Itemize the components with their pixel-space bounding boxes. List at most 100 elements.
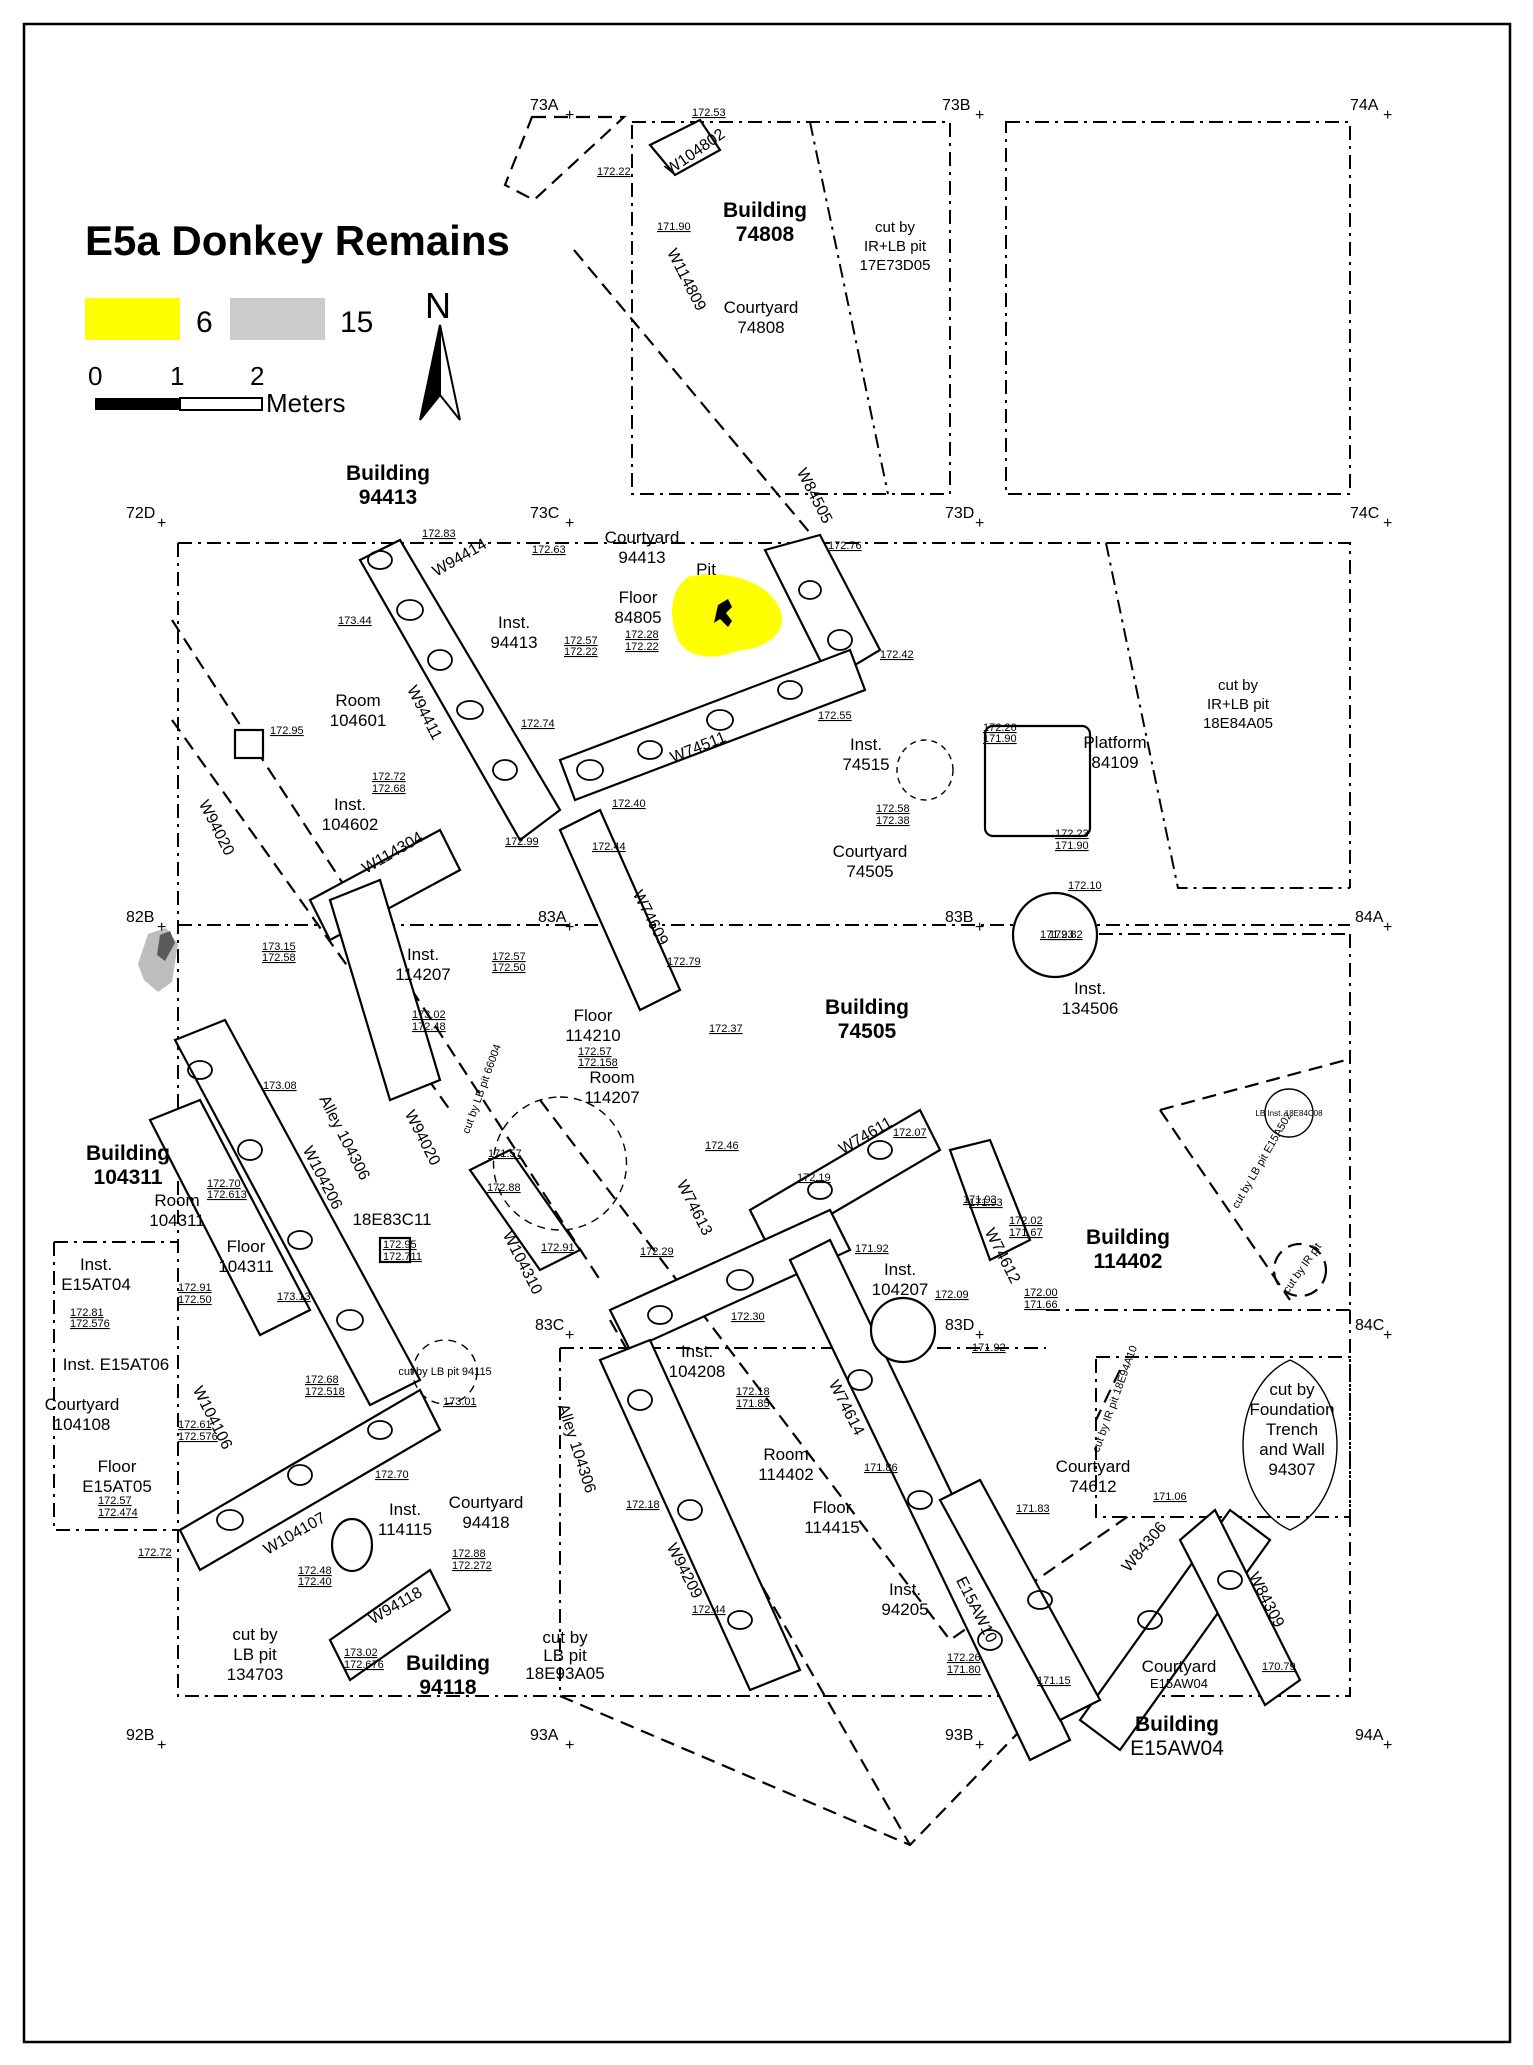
elevation: 171.93	[969, 1197, 1003, 1209]
grid-label: 83C	[535, 1317, 564, 1334]
svg-text:+: +	[157, 919, 166, 936]
elevation: 171.90	[657, 221, 691, 233]
elevation-labels: 172.53 172.22 171.90 172.76 172.42 172.8…	[70, 107, 1296, 1687]
elevation: 172.58	[876, 803, 910, 815]
elevation: 172.711	[383, 1251, 422, 1263]
elevation: 172.72	[372, 771, 406, 783]
elevation: 172.57	[564, 635, 598, 647]
installations	[233, 724, 1338, 1573]
grid-label: 83A	[538, 909, 567, 926]
elevation: 172.61	[178, 1419, 212, 1431]
scale-tick-2: 2	[250, 361, 264, 391]
elevation: 172.50	[492, 962, 526, 974]
elevation: 172.53	[692, 107, 726, 119]
elevation: 172.83	[422, 528, 456, 540]
wall-label: W114809	[663, 246, 709, 314]
elevation: 172.44	[592, 841, 626, 853]
donkey-bone-icon	[714, 599, 732, 627]
scale-unit: Meters	[266, 388, 345, 418]
elevation: 172.68	[305, 1374, 339, 1386]
wall-label: W84306	[1119, 1519, 1170, 1576]
elevation: 172.22	[564, 646, 598, 658]
elevation: 171.93	[1040, 929, 1074, 941]
elevation: 172.70	[207, 1178, 241, 1190]
elevation: 172.57	[492, 951, 526, 963]
elevation: 172.26	[947, 1652, 981, 1664]
feature-label: Inst.94413	[490, 613, 537, 652]
elevation: 172.30	[731, 1311, 765, 1323]
elevation: 171.06	[1153, 1491, 1187, 1503]
elevation: 171.85	[736, 1398, 770, 1410]
feature-label: Inst.74515	[842, 735, 889, 774]
svg-text:+: +	[1383, 1327, 1392, 1344]
elevation: 172.88	[452, 1548, 486, 1560]
legend-swatch-gray	[230, 298, 325, 340]
wall-label: W84505	[793, 466, 835, 527]
elevation: 172.46	[705, 1140, 739, 1152]
elevation: 173.44	[338, 615, 372, 627]
elevation: 172.48	[412, 1021, 446, 1033]
elevation: 172.474	[98, 1507, 138, 1519]
grid-label: 73C	[530, 505, 559, 522]
svg-text:+: +	[565, 107, 574, 124]
walls	[148, 118, 1302, 1762]
elevation: 171.93	[963, 1194, 997, 1206]
elevation: 172.63	[532, 544, 566, 556]
elevation: 172.95	[270, 725, 304, 737]
north-label: N	[425, 285, 451, 326]
svg-text:+: +	[157, 1737, 166, 1754]
elevation: 172.58	[262, 952, 296, 964]
elevation: 172.00	[1024, 1287, 1058, 1299]
svg-text:+: +	[565, 1737, 574, 1754]
svg-text:+: +	[565, 1327, 574, 1344]
grid-points: 73A+ 73B+ 74A+ 72D+ 73C+ 73D+ 74C+ 82B+ …	[126, 97, 1392, 1754]
elevation: 172.19	[797, 1172, 831, 1184]
legend-count-yellow: 6	[196, 306, 213, 339]
elevation: 173.02	[412, 1009, 446, 1021]
pit-label: LB Inst. 18E84C08	[1255, 1109, 1323, 1118]
wall-label: W94020	[401, 1108, 443, 1169]
grid-label: 72D	[126, 505, 155, 522]
elevation: 171.66	[1024, 1299, 1058, 1311]
excavation-unit-outlines	[53, 121, 1351, 1697]
wall-label: W94020	[195, 798, 237, 859]
elevation: 171.57	[488, 1148, 522, 1160]
grid-label: 84C	[1355, 1317, 1384, 1334]
feature-label: Inst.134506	[1062, 979, 1119, 1018]
elevation: 172.79	[667, 956, 701, 968]
elevation: 172.26	[983, 722, 1017, 734]
pit-label: E15AW04	[1150, 1676, 1208, 1691]
elevation: 173.15	[262, 941, 296, 953]
elevation: 171.92	[855, 1243, 889, 1255]
elevation: 172.09	[935, 1289, 969, 1301]
svg-text:+: +	[975, 107, 984, 124]
elevation: 172.91	[541, 1242, 575, 1254]
north-arrow-icon	[439, 324, 461, 421]
elevation: 171.83	[1016, 1503, 1050, 1515]
svg-text:+: +	[157, 515, 166, 532]
elevation: 172.55	[818, 710, 852, 722]
elevation: 172.576	[178, 1431, 218, 1443]
gray-figure-icon	[157, 931, 175, 961]
feature-label: 18E83C11	[352, 1210, 431, 1229]
elevation: 172.42	[880, 649, 914, 661]
